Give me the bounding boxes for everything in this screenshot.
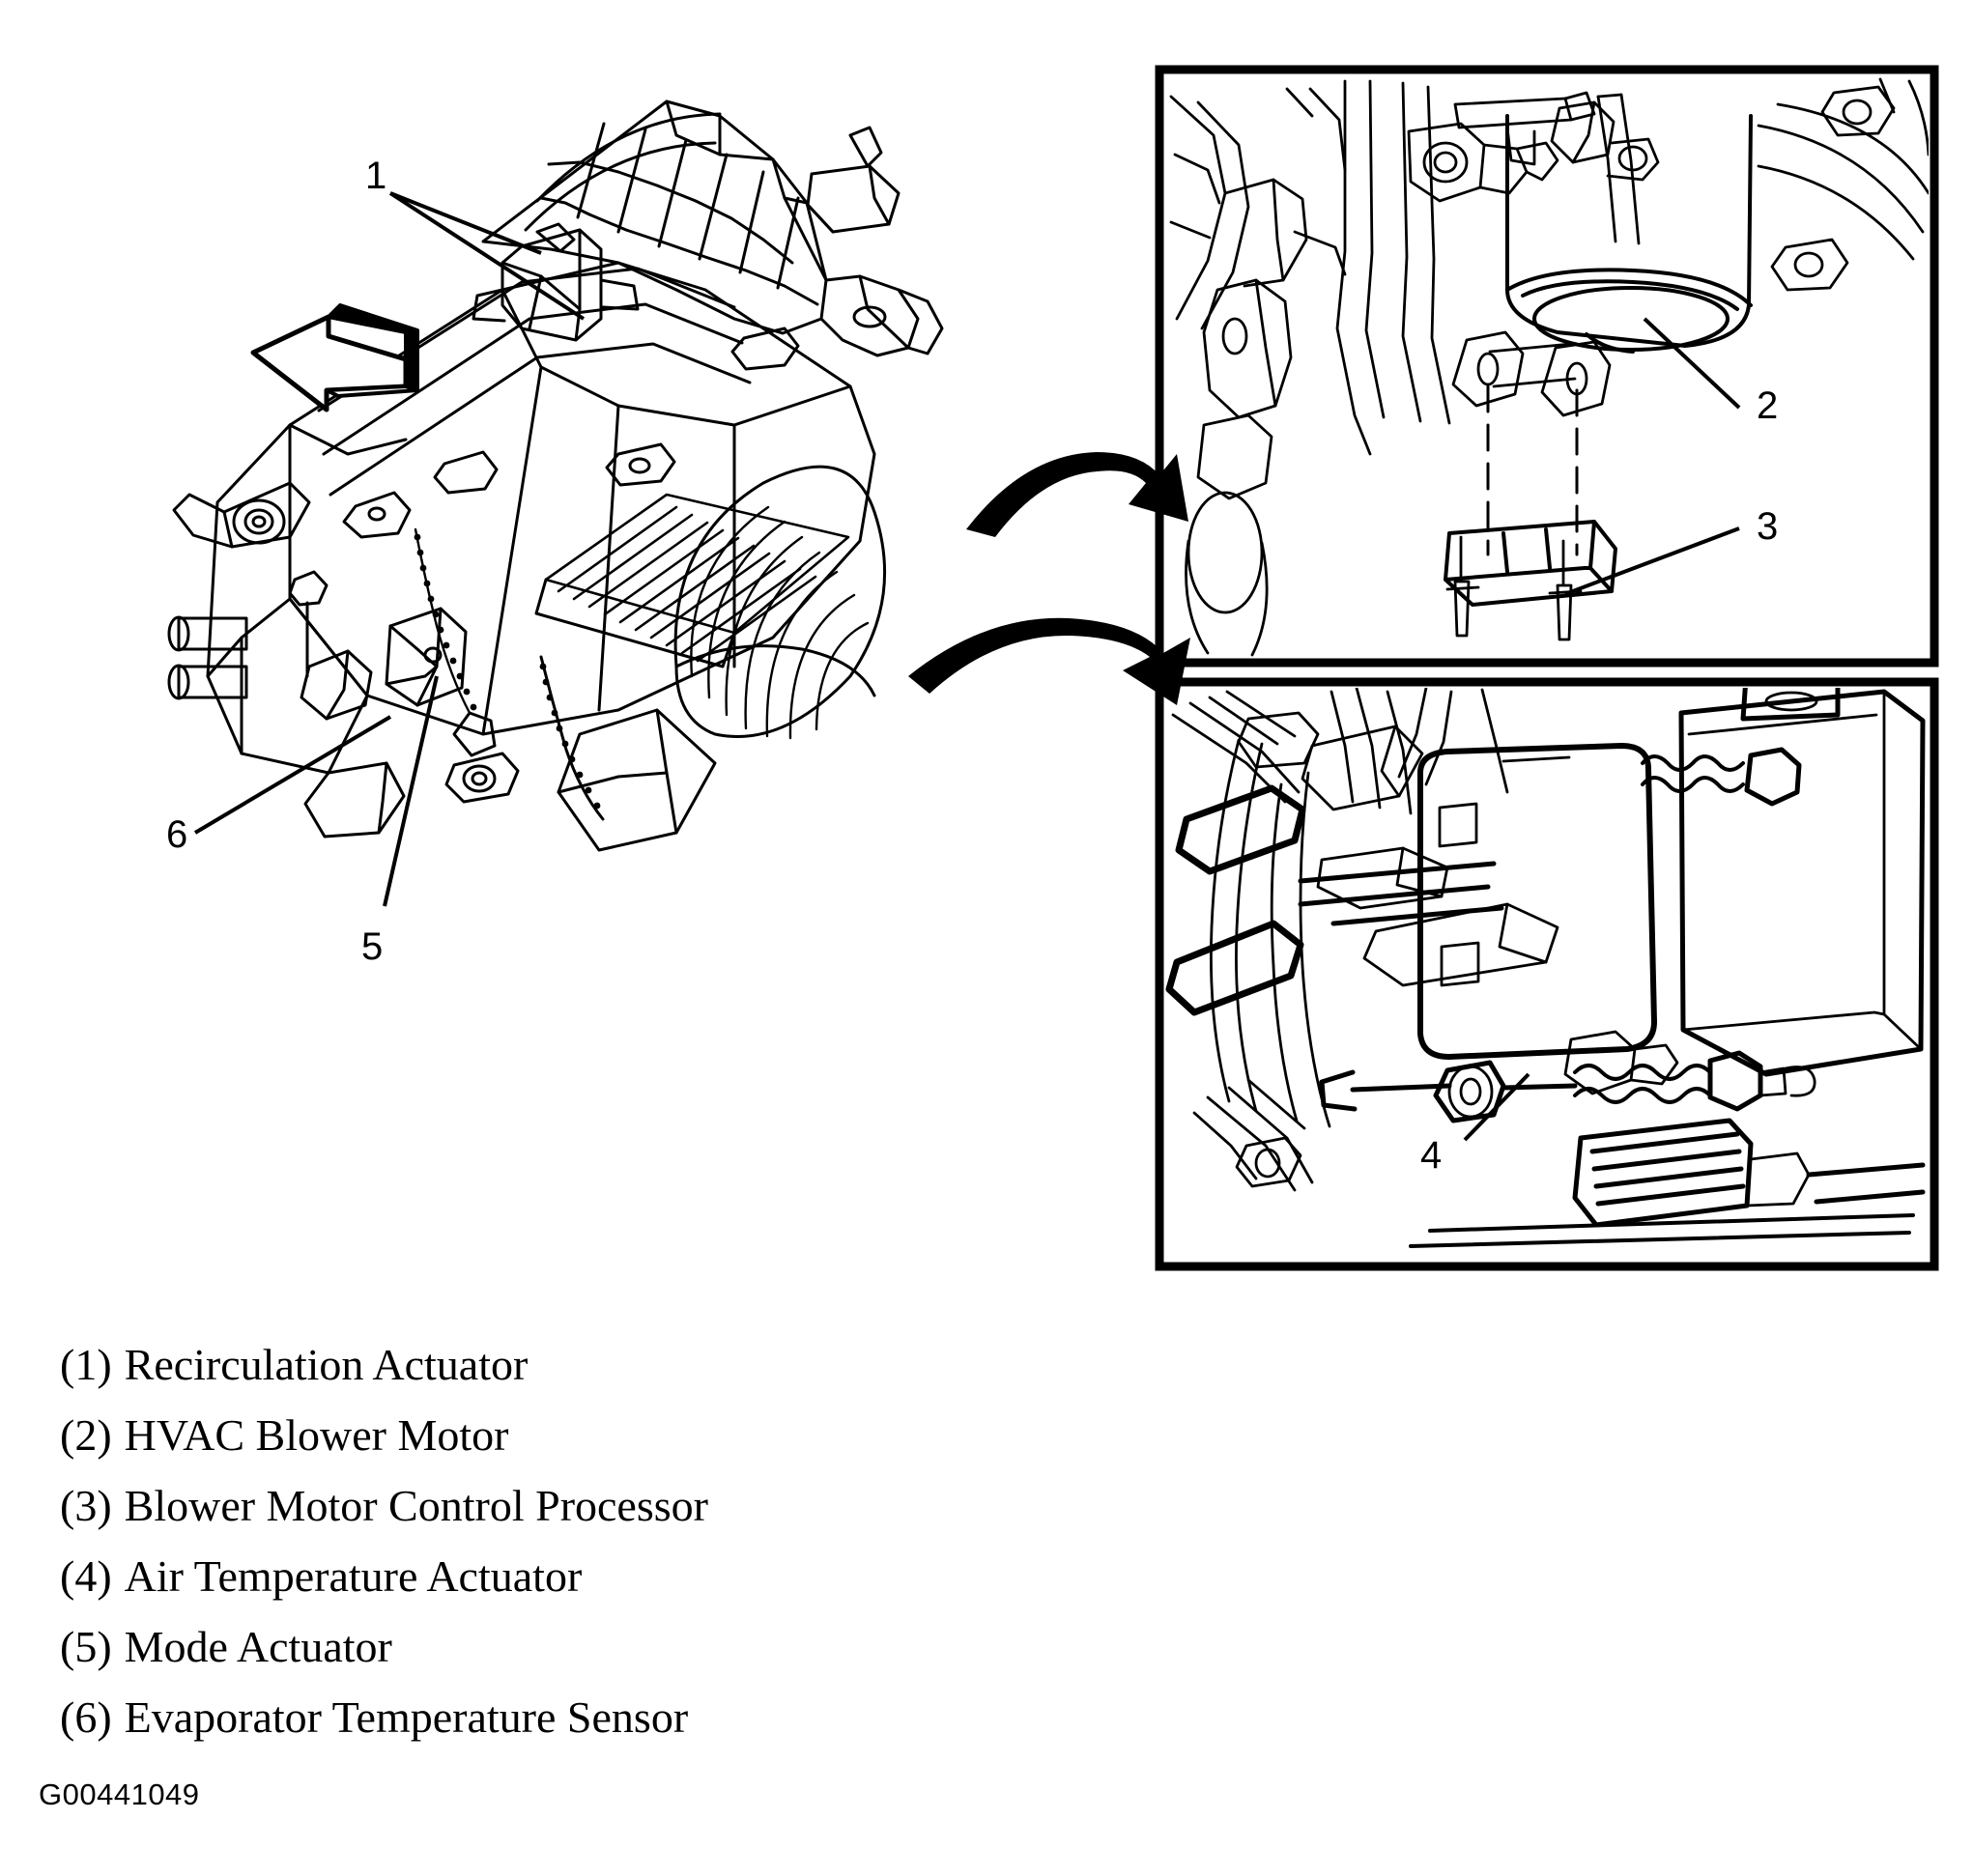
evaporator-temp-sensor-part — [300, 649, 373, 721]
legend-item-3: (3)Blower Motor Control Processor — [60, 1484, 1219, 1528]
leader-lines-main-assembly — [193, 191, 586, 907]
callout-number-1: 1 — [365, 155, 387, 197]
orientation-arrow — [250, 303, 419, 412]
recirculation-actuator-part — [472, 222, 640, 342]
callout-number-3: 3 — [1757, 505, 1779, 548]
legend-key-1: (1) — [60, 1340, 112, 1389]
air-temperature-actuator-detail-panel — [1155, 677, 1939, 1271]
callout-number-4: 4 — [1420, 1134, 1443, 1177]
legend-item-1: (1)Recirculation Actuator — [60, 1343, 1219, 1387]
legend-item-5: (5)Mode Actuator — [60, 1625, 1219, 1669]
blower-motor-detail-panel — [1155, 65, 1939, 668]
air-temperature-actuator-detail-art — [1165, 688, 1926, 1248]
blower-motor-detail-art — [1169, 77, 1929, 657]
callout-number-6: 6 — [166, 813, 188, 856]
technical-illustration: 1 2 3 4 5 6 — [166, 65, 1939, 1271]
legend-item-2: (2)HVAC Blower Motor — [60, 1413, 1219, 1458]
zoom-arrow-upper — [966, 452, 1188, 537]
mode-actuator-part — [385, 607, 468, 707]
callout-number-5: 5 — [361, 925, 384, 968]
legend-label-2: HVAC Blower Motor — [124, 1410, 509, 1460]
legend-item-6: (6)Evaporator Temperature Sensor — [60, 1695, 1219, 1740]
figure-id-code: G00441049 — [39, 1777, 200, 1811]
leader-lines-top-panel — [1564, 317, 1741, 596]
component-legend: (1)Recirculation Actuator (2)HVAC Blower… — [60, 1343, 1219, 1766]
callout-number-2: 2 — [1757, 384, 1779, 427]
hvac-module-assembly — [167, 99, 944, 852]
legend-key-6: (6) — [60, 1692, 112, 1742]
legend-key-2: (2) — [60, 1410, 112, 1460]
legend-label-5: Mode Actuator — [124, 1622, 392, 1671]
legend-key-3: (3) — [60, 1481, 112, 1530]
line-art-canvas — [167, 65, 1939, 1271]
legend-label-1: Recirculation Actuator — [124, 1340, 529, 1389]
zoom-arrow-lower — [908, 617, 1190, 705]
legend-label-4: Air Temperature Actuator — [124, 1551, 583, 1601]
legend-label-3: Blower Motor Control Processor — [124, 1481, 708, 1530]
leader-line-bottom-panel — [1463, 1072, 1530, 1142]
legend-key-4: (4) — [60, 1551, 112, 1601]
legend-label-6: Evaporator Temperature Sensor — [124, 1692, 689, 1742]
legend-key-5: (5) — [60, 1622, 112, 1671]
legend-item-4: (4)Air Temperature Actuator — [60, 1554, 1219, 1599]
